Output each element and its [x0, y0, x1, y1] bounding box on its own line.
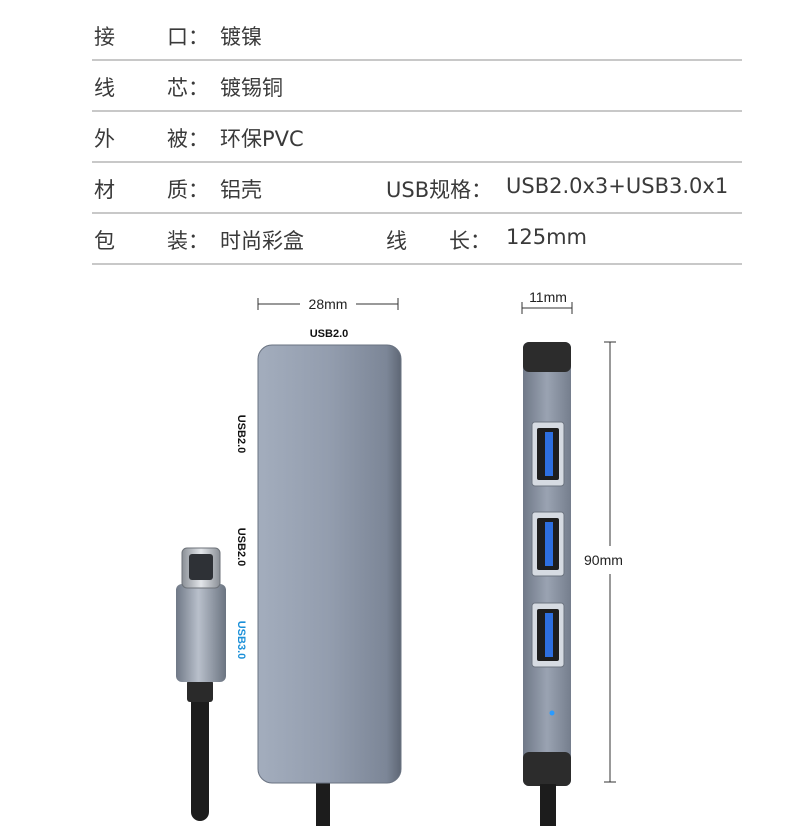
- spec-label: 口：: [167, 25, 209, 49]
- side-port-label: USB2.0: [235, 415, 247, 454]
- spec-label: USB规格：: [386, 178, 493, 202]
- led-indicator: [549, 710, 555, 716]
- spec-row-packaging: 包 装： 时尚彩盒 线 长： 125mm: [92, 214, 742, 265]
- spec-row-jacket: 外 被： 环保PVC: [92, 112, 742, 163]
- spec-row-interface: 接 口： 镀镍: [92, 10, 742, 61]
- thickness-label: 11mm: [529, 289, 567, 305]
- hub-front-view: [257, 344, 402, 784]
- spec-row-material: 材 质： 铝壳 USB规格： USB2.0x3+USB3.0x1: [92, 163, 742, 214]
- spec-table: 接 口： 镀镍 线 芯： 镀锡铜 外 被： 环保PVC 材 质： 铝壳 USB规…: [92, 10, 742, 265]
- spec-label: 包: [94, 229, 115, 253]
- spec-value: 镀镍: [220, 25, 262, 49]
- spec-value: 125mm: [506, 225, 587, 249]
- spec-value: 镀锡铜: [220, 76, 283, 100]
- spec-row-core: 线 芯： 镀锡铜: [92, 61, 742, 112]
- top-port-label: USB2.0: [310, 328, 349, 340]
- length-dimension: 90mm: [584, 341, 623, 783]
- usb-port: [531, 602, 565, 668]
- spec-value: 铝壳: [220, 178, 262, 202]
- hub-side-view: [523, 342, 571, 826]
- spec-label: 线 长：: [386, 229, 491, 253]
- width-dimension: 28mm: [257, 296, 399, 312]
- spec-label: 线: [94, 76, 115, 100]
- spec-label: 芯：: [167, 76, 209, 100]
- spec-label: 材: [94, 178, 115, 202]
- usb-port: [531, 421, 565, 487]
- spec-label: 质：: [167, 178, 209, 202]
- length-label: 90mm: [584, 552, 623, 568]
- spec-value: 时尚彩盒: [220, 229, 304, 253]
- spec-label: 装：: [167, 229, 209, 253]
- spec-value: USB2.0x3+USB3.0x1: [506, 174, 729, 198]
- usb3-port-label: USB3.0: [235, 621, 247, 660]
- width-label: 28mm: [309, 296, 348, 312]
- spec-label: 接: [94, 25, 115, 49]
- usb-port: [531, 511, 565, 577]
- spec-label: 外: [94, 127, 115, 151]
- thickness-dimension: 11mm: [521, 289, 573, 314]
- side-port-label: USB2.0: [235, 528, 247, 567]
- spec-value: 环保PVC: [220, 127, 304, 151]
- spec-label: 被：: [167, 127, 209, 151]
- product-diagram: 28mm USB2.0 USB2.0 USB2.0 USB3.0 11mm: [176, 289, 623, 826]
